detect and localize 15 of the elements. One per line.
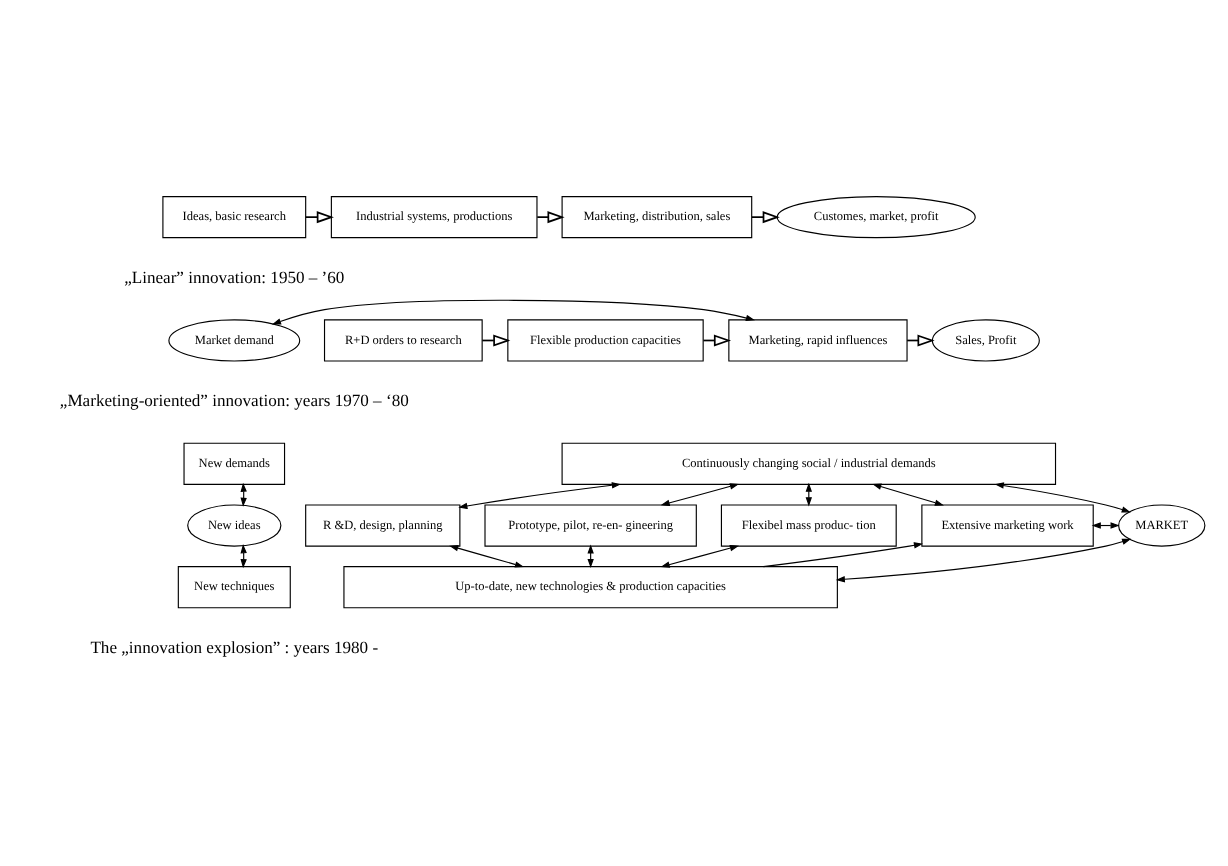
arrow bbox=[994, 482, 1131, 513]
arrow bbox=[660, 544, 740, 568]
label: „Marketing-oriented” innovation: years 1970 – ‘80 bbox=[59, 390, 409, 411]
label: The „innovation explosion” : years 1980 - bbox=[90, 636, 379, 657]
arrow bbox=[751, 211, 780, 224]
arrow bbox=[449, 545, 525, 568]
arrow bbox=[304, 211, 334, 224]
arrow bbox=[835, 538, 1132, 583]
arrow bbox=[660, 483, 740, 507]
arrow bbox=[271, 299, 755, 325]
arrow bbox=[762, 542, 924, 568]
arrow bbox=[458, 482, 621, 510]
label: „Linear” innovation: 1950 – ’60 bbox=[124, 266, 345, 287]
arrow bbox=[536, 211, 565, 224]
arrow bbox=[872, 483, 944, 506]
